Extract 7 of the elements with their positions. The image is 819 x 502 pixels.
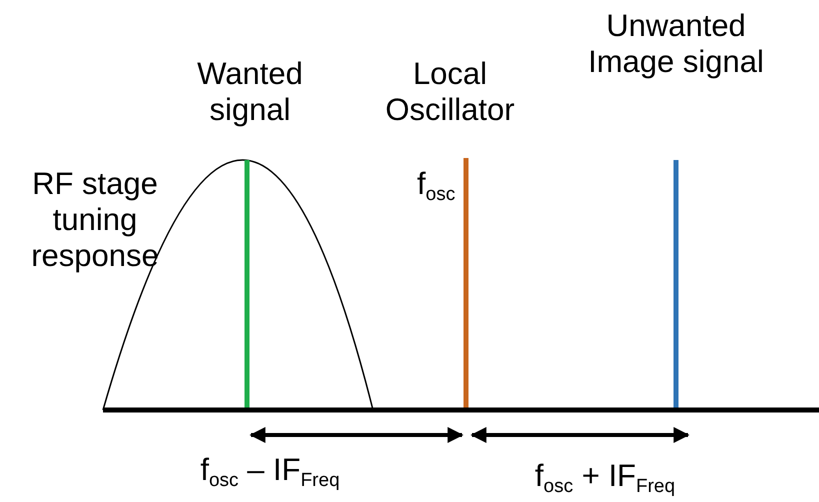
frequency-label: f$_{osc}$ – IF$_{Freq}$: [199, 452, 341, 488]
response-label: RF stage tuning response: [30, 166, 160, 274]
oscillator-label: Local Oscillator: [384, 56, 516, 128]
frequency-label: f$_{osc}$ + IF$_{Freq}$: [534, 458, 676, 494]
signal-label: Wanted signal: [196, 56, 304, 128]
signal-label: Unwanted Image signal: [587, 8, 765, 80]
frequency-label: f$_{osc}$: [417, 166, 456, 202]
